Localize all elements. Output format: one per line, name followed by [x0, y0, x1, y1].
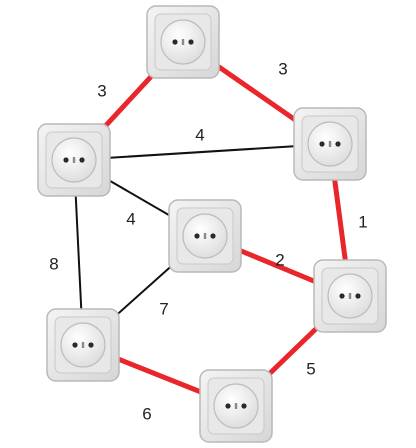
socket-hole-icon — [79, 157, 85, 163]
edge-weight-label: 1 — [358, 212, 367, 231]
socket-node-top — [146, 5, 220, 79]
edge-weight-label: 4 — [195, 125, 204, 144]
socket-node-upper-right — [293, 107, 367, 181]
socket-node-bottom — [199, 369, 273, 443]
socket-ground-icon — [181, 39, 185, 45]
socket-hole-icon — [335, 141, 341, 147]
socket-ground-icon — [328, 141, 332, 147]
socket-node-right — [313, 259, 387, 333]
socket-ground-icon — [81, 342, 85, 348]
socket-ground-icon — [234, 403, 238, 409]
edge-weight-label: 3 — [97, 81, 106, 100]
socket-hole-icon — [172, 39, 178, 45]
socket-hole-icon — [225, 403, 231, 409]
socket-hole-icon — [72, 342, 78, 348]
socket-hole-icon — [188, 39, 194, 45]
socket-node-lower-left — [46, 308, 120, 382]
socket-hole-icon — [319, 141, 325, 147]
socket-node-center — [168, 199, 242, 273]
socket-hole-icon — [355, 293, 361, 299]
edge-weight-label: 2 — [275, 250, 284, 269]
socket-ground-icon — [72, 157, 76, 163]
edge-weight-label: 7 — [159, 299, 168, 318]
socket-hole-icon — [63, 157, 69, 163]
socket-hole-icon — [210, 233, 216, 239]
edge-weight-label: 8 — [49, 254, 58, 273]
edge-weight-label: 4 — [126, 209, 135, 228]
socket-hole-icon — [88, 342, 94, 348]
socket-hole-icon — [241, 403, 247, 409]
socket-hole-icon — [339, 293, 345, 299]
edge-weight-label: 5 — [306, 359, 315, 378]
socket-ground-icon — [348, 293, 352, 299]
edge-upper-left-upper-right — [73, 143, 331, 161]
socket-node-upper-left — [37, 123, 111, 197]
socket-ground-icon — [203, 233, 207, 239]
edge-weight-label: 6 — [142, 404, 151, 423]
socket-hole-icon — [194, 233, 200, 239]
edge-weight-label: 3 — [278, 59, 287, 78]
